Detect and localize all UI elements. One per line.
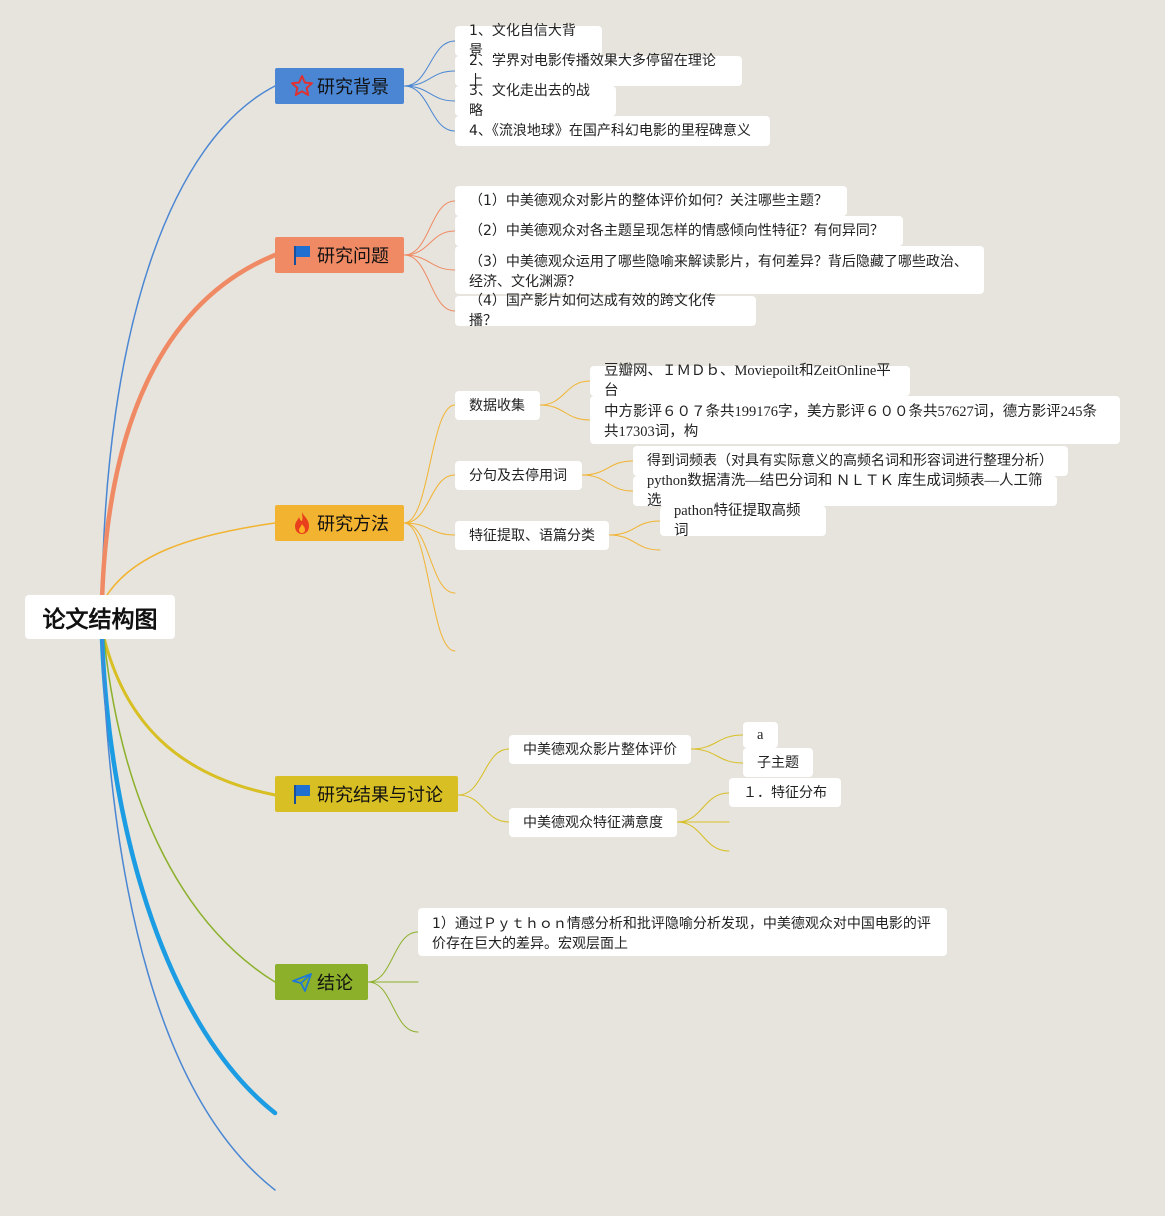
question-item-1[interactable]: （1）中美德观众对影片的整体评价如何？关注哪些主题？: [455, 186, 847, 216]
paper-plane-icon: [289, 969, 315, 995]
question-item-2[interactable]: （2）中美德观众对各主题呈现怎样的情感倾向性特征？有何异同？: [455, 216, 903, 246]
topic-label: 研究背景: [317, 77, 389, 98]
background-item-4[interactable]: 4、《流浪地球》在国产科幻电影的里程碑意义: [455, 116, 770, 146]
result-item-feature-distribution[interactable]: １．特征分布: [729, 778, 841, 807]
method-group-feature-extraction[interactable]: 特征提取、语篇分类: [455, 521, 609, 550]
method-group-segmentation[interactable]: 分句及去停用词: [455, 461, 582, 490]
background-item-1[interactable]: 1、文化自信大背景: [455, 23, 602, 59]
conclusion-item-1[interactable]: 1）通过Ｐｙｔｈｏｎ情感分析和批评隐喻分析发现，中美德观众对中国电影的评价存在巨…: [418, 908, 947, 956]
question-item-4[interactable]: （4）国产影片如何达成有效的跨文化传播？: [455, 293, 756, 329]
method-feature-words[interactable]: pathon特征提取高频词: [660, 503, 826, 539]
method-python-cleaning[interactable]: python数据清洗—结巴分词和 ＮＬＴＫ 库生成词频表—人工筛选: [633, 473, 1057, 509]
link-root-extra-blue-thick: [99, 635, 278, 1116]
topic-label: 研究问题: [317, 246, 389, 267]
link-root-results: [102, 636, 277, 797]
result-group-satisfaction[interactable]: 中美德观众特征满意度: [509, 808, 677, 837]
result-item-a[interactable]: a: [743, 722, 778, 748]
link-root-conclusion: [103, 637, 276, 983]
topic-label: 结论: [317, 973, 353, 994]
star-icon: [289, 73, 315, 99]
topic-label: 研究方法: [317, 514, 389, 535]
link-root-questions: [99, 252, 278, 603]
background-item-2[interactable]: 2、学界对电影传播效果大多停留在理论上: [455, 53, 742, 89]
topic-label: 研究结果与讨论: [317, 785, 443, 806]
flag-icon: [289, 242, 315, 268]
method-frequency-table[interactable]: 得到词频表（对具有实际意义的高频名词和形容词进行整理分析）: [633, 446, 1068, 476]
topic-methods[interactable]: 研究方法: [275, 505, 404, 541]
link-root-methods: [103, 522, 276, 601]
topic-background[interactable]: 研究背景: [275, 68, 404, 104]
result-group-overall-evaluation[interactable]: 中美德观众影片整体评价: [509, 735, 691, 764]
link-root-extra-blue-thin: [101, 637, 276, 1191]
method-group-data-collection[interactable]: 数据收集: [455, 391, 540, 420]
question-item-3[interactable]: （3）中美德观众运用了哪些隐喻来解读影片，有何差异？背后隐藏了哪些政治、经济、文…: [455, 246, 984, 294]
method-data-sources[interactable]: 豆瓣网、ＩＭＤｂ、Moviepoilt和ZeitOnline平台: [590, 363, 910, 399]
method-data-stats[interactable]: 中方影评６０７条共199176字，美方影评６００条共57627词，德方影评245…: [590, 396, 1120, 444]
result-item-subtopic[interactable]: 子主题: [743, 748, 813, 777]
root-topic[interactable]: 论文结构图: [25, 595, 175, 639]
topic-questions[interactable]: 研究问题: [275, 237, 404, 273]
flag-icon: [289, 781, 315, 807]
background-item-3[interactable]: 3、文化走出去的战略: [455, 83, 616, 119]
link-root-background: [101, 85, 276, 601]
fire-icon: [289, 510, 315, 536]
topic-conclusion[interactable]: 结论: [275, 964, 368, 1000]
topic-results[interactable]: 研究结果与讨论: [275, 776, 458, 812]
